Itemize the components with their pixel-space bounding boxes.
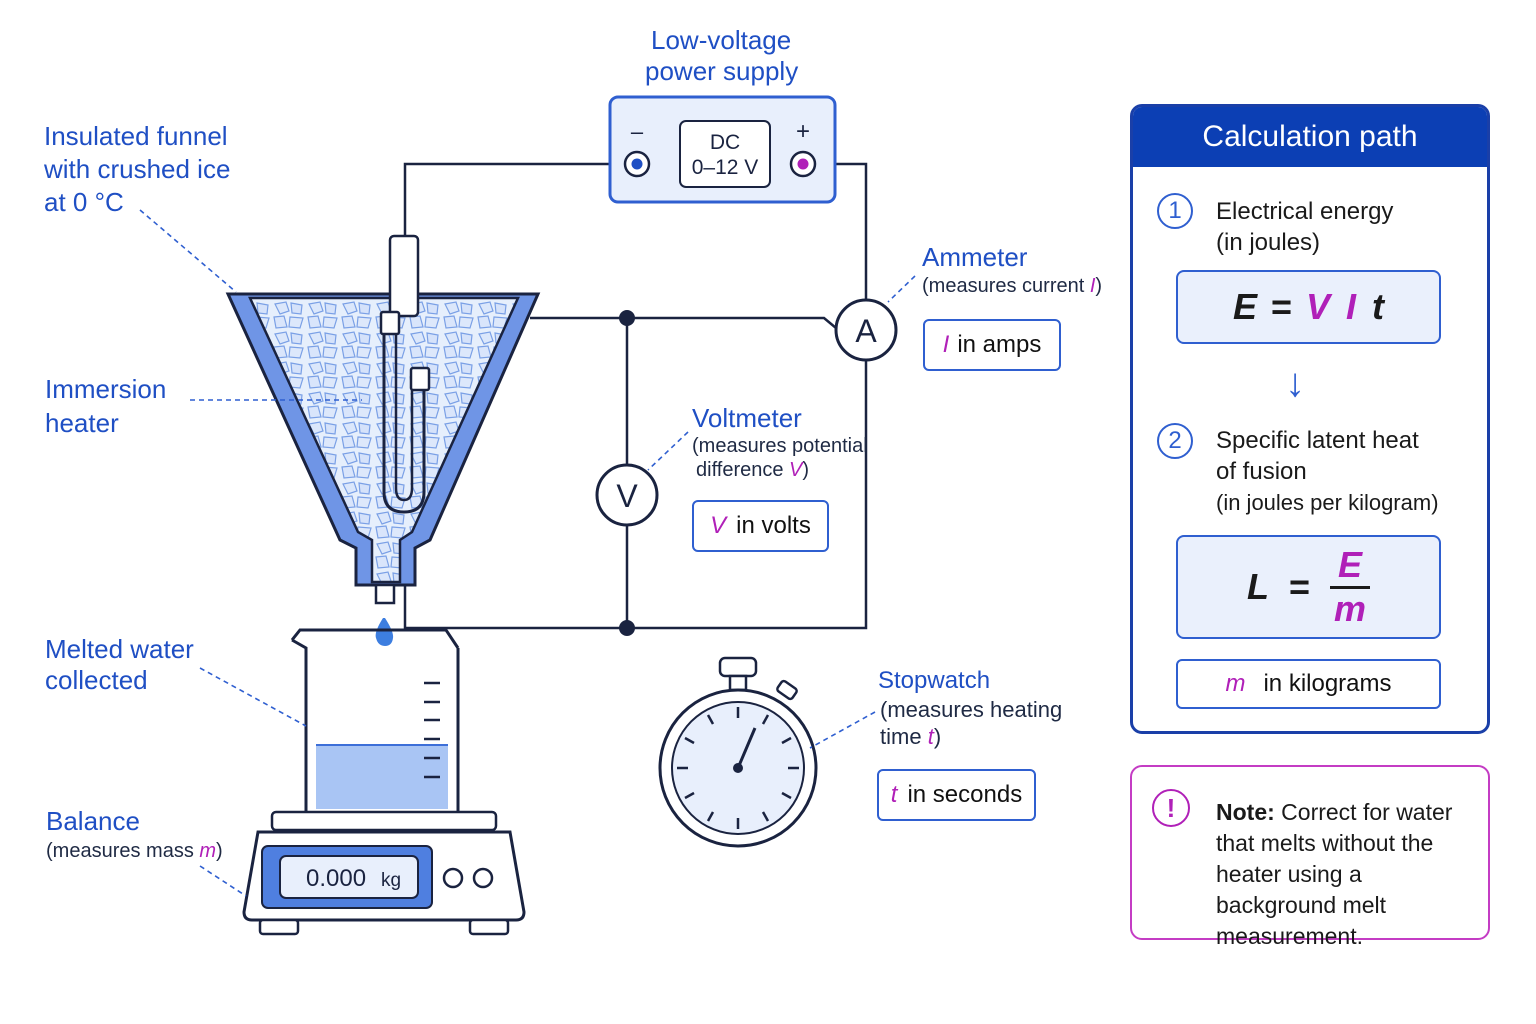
balance: 0.000 kg <box>242 810 526 936</box>
negative-terminal-dot <box>631 158 643 170</box>
down-arrow-icon: ↓ <box>1285 361 1305 405</box>
stopwatch-desc-line1: (measures heating <box>880 697 1063 722</box>
stopwatch-hand <box>736 727 757 769</box>
voltmeter-title: Voltmeter <box>692 403 802 433</box>
balance-display-unit: kg <box>381 870 401 891</box>
calculation-panel: Calculation path 1 Electrical energy (in… <box>1130 104 1490 734</box>
beaker <box>290 628 460 820</box>
power-supply: DC 0–12 V – + <box>608 95 837 204</box>
ammeter-desc: (measures current I) <box>922 275 1103 297</box>
positive-terminal-dot <box>797 158 809 170</box>
step-1-number: 1 <box>1157 193 1193 229</box>
step-2-title-line2: of fusion <box>1216 458 1307 485</box>
formula-energy: E = V I t <box>1176 270 1441 344</box>
psu-display-line1: DC <box>710 131 740 154</box>
step-2-subtitle: (in joules per kilogram) <box>1216 490 1439 515</box>
ammeter-title: Ammeter <box>922 242 1028 272</box>
balance-title: Balance <box>46 806 140 836</box>
power-supply-title-line2: power supply <box>645 56 799 86</box>
voltmeter: V <box>595 463 659 527</box>
balance-button[interactable] <box>472 867 494 889</box>
exclamation-icon: ! <box>1152 789 1190 827</box>
water-label-line2: collected <box>45 665 148 695</box>
water-label-line1: Melted water <box>45 634 194 664</box>
negative-terminal-label: – <box>631 119 644 144</box>
ammeter: A <box>834 298 898 362</box>
voltmeter-symbol: V <box>616 478 638 514</box>
voltmeter-desc-line2: difference V) <box>696 459 810 481</box>
funnel-label-line3: at 0 °C <box>44 187 124 217</box>
funnel-label-line2: with crushed ice <box>44 154 231 184</box>
step-1-subtitle: (in joules) <box>1216 229 1321 256</box>
stopwatch-desc-line2: time t) <box>880 724 942 749</box>
junction-node <box>619 620 635 636</box>
balance-button[interactable] <box>442 867 464 889</box>
fraction: E m <box>1330 545 1371 629</box>
junction-node <box>619 310 635 326</box>
psu-display-line2: 0–12 V <box>692 156 759 179</box>
heater-label-line1: Immersion <box>45 374 167 404</box>
funnel-spout <box>374 583 396 605</box>
leader-lines <box>139 209 916 897</box>
balance-desc: (measures mass m) <box>46 840 223 862</box>
immersion-heater <box>379 234 431 514</box>
water-drop <box>375 618 394 646</box>
positive-terminal-label: + <box>796 118 810 145</box>
power-supply-title-line1: Low-voltage <box>651 25 792 55</box>
ammeter-symbol: A <box>855 313 877 349</box>
step-2-title-line1: Specific latent heat <box>1216 427 1419 454</box>
note-text: Note: Correct for water that melts witho… <box>1216 799 1453 949</box>
stopwatch-title: Stopwatch <box>878 667 991 694</box>
step-2-number: 2 <box>1157 423 1193 459</box>
heater-label-line2: heater <box>45 408 119 438</box>
balance-display-value: 0.000 <box>306 865 366 892</box>
step-1-title: Electrical energy <box>1216 198 1394 225</box>
formula-latent-heat: L = E m <box>1176 535 1441 639</box>
voltmeter-desc-line1: (measures potential <box>692 435 868 457</box>
stopwatch <box>658 656 818 848</box>
calculation-panel-title: Calculation path <box>1133 107 1487 167</box>
funnel-label-line1: Insulated funnel <box>44 121 228 151</box>
note-panel: ! Note: Correct for water that melts wit… <box>1130 765 1490 949</box>
